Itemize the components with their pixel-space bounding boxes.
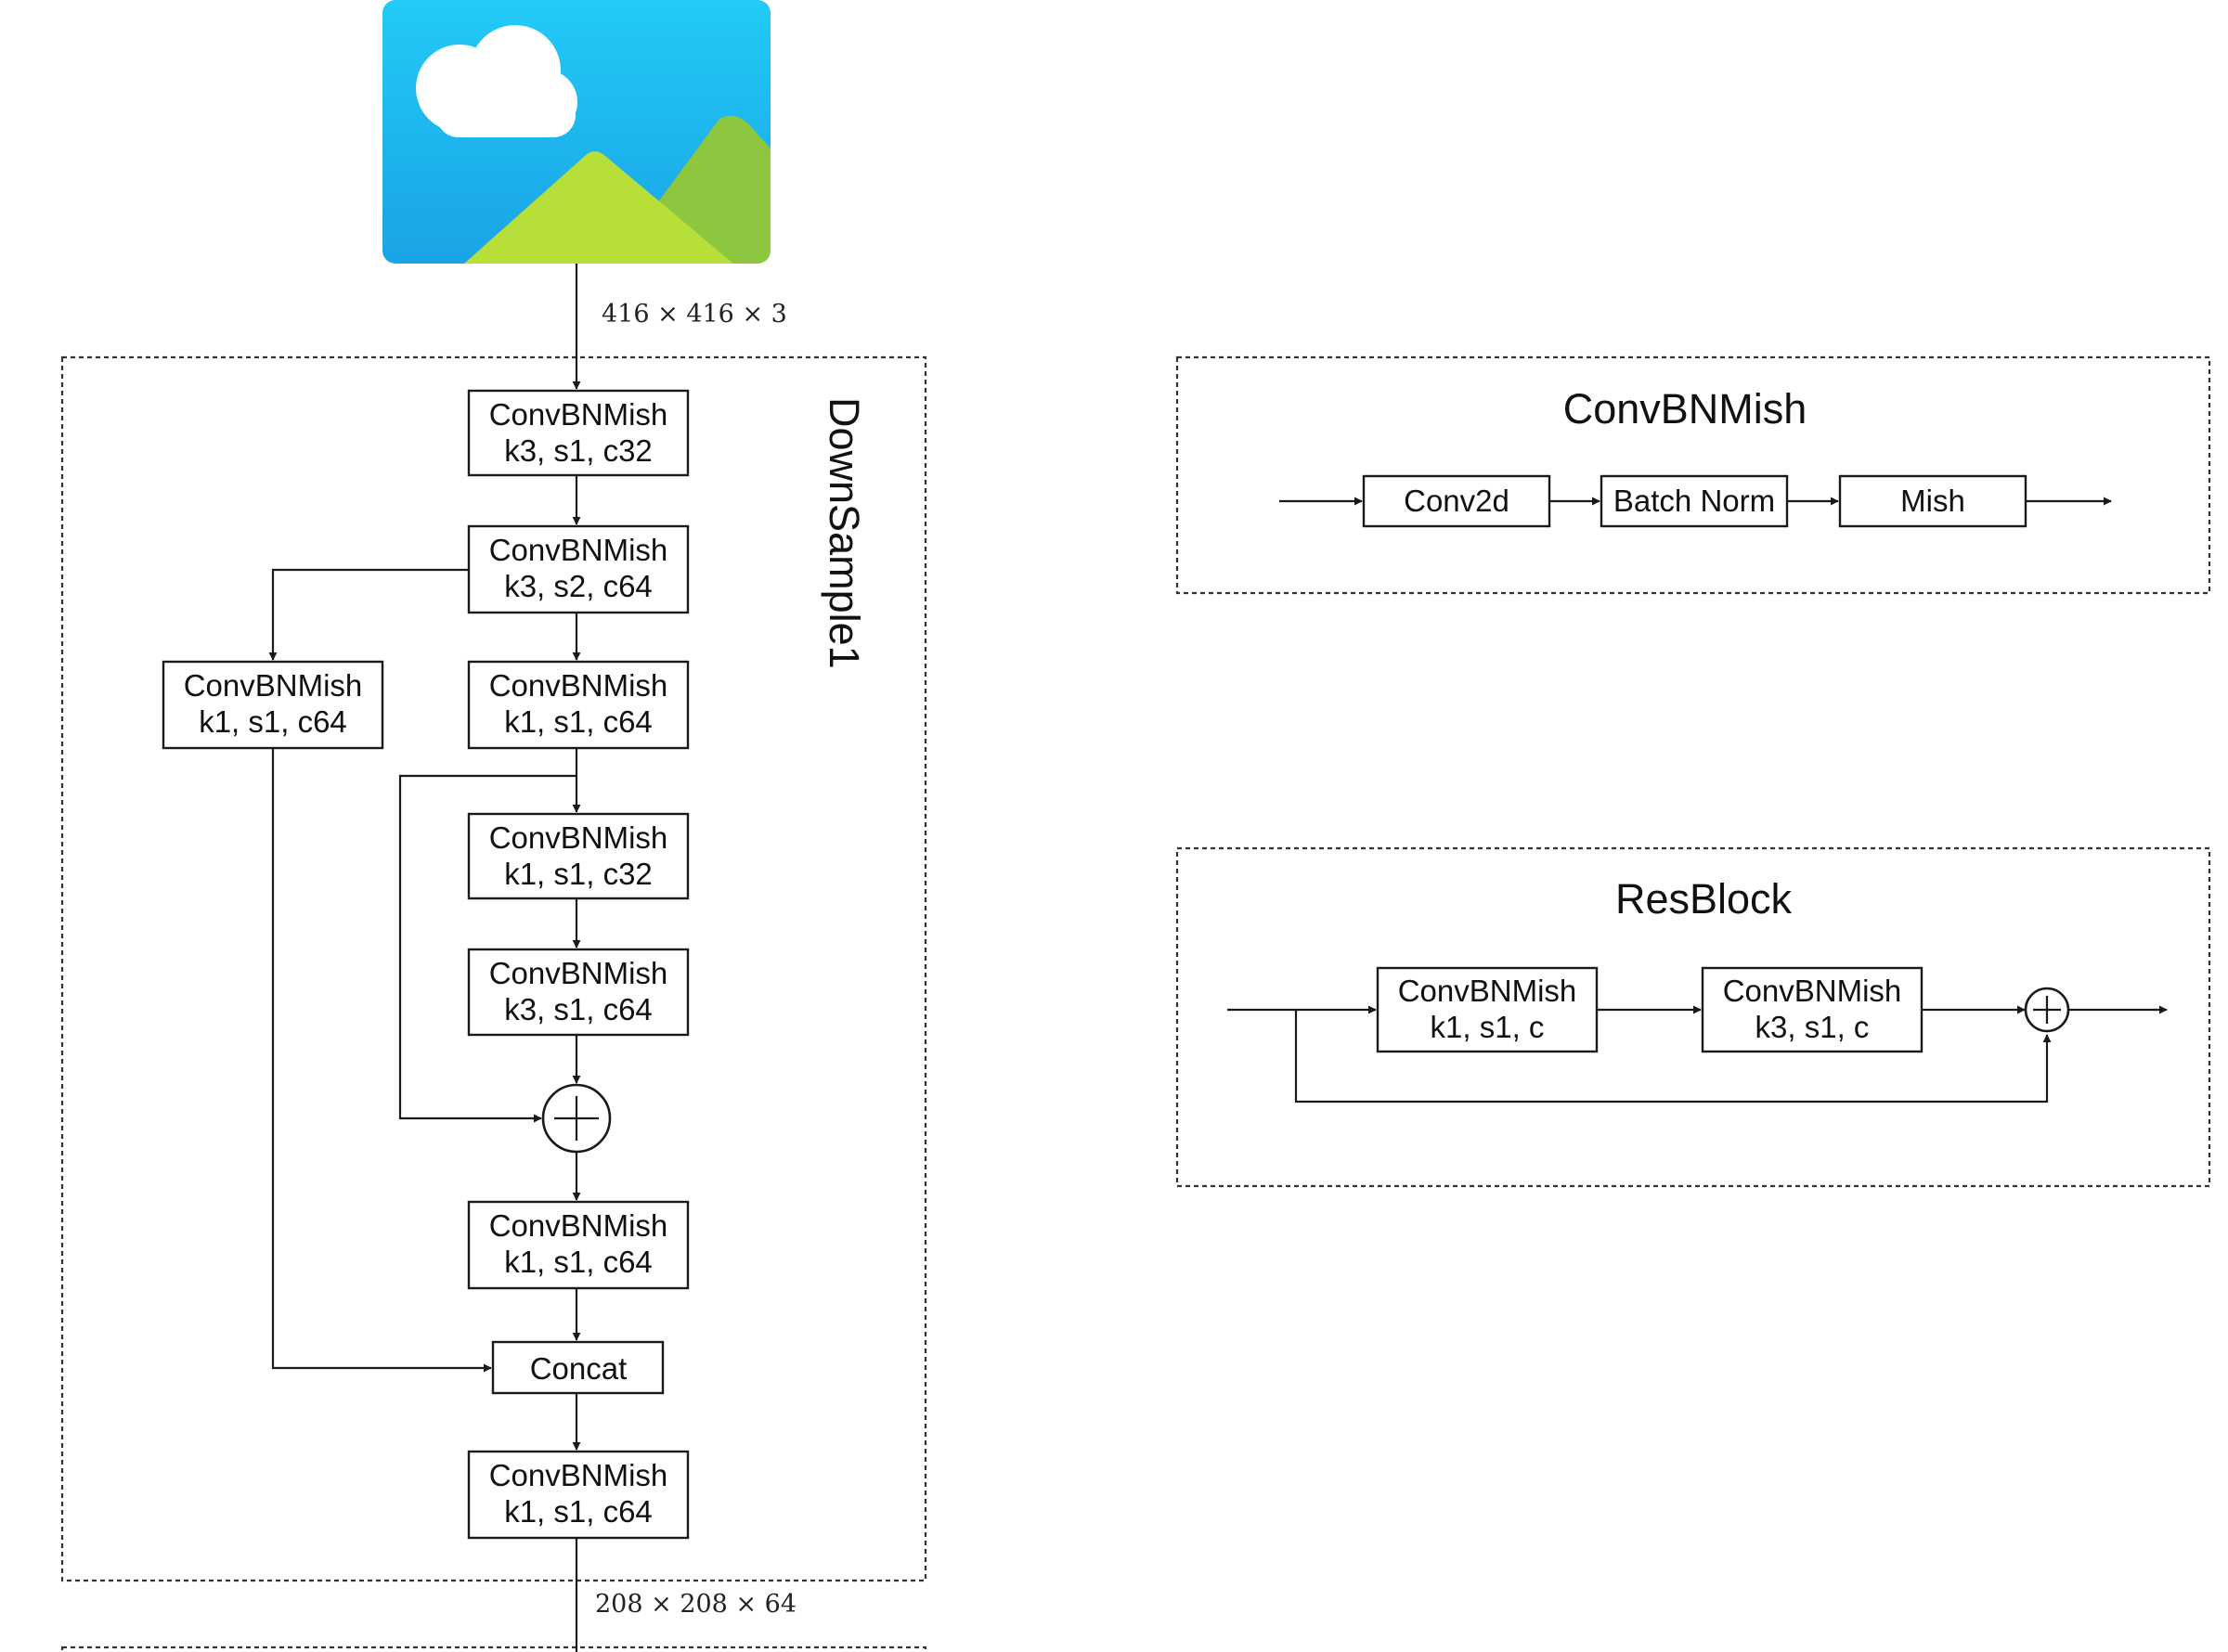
svg-text:ConvBNMish: ConvBNMish [489,1458,668,1492]
convbnmish-legend-title: ConvBNMish [1563,385,1807,432]
svg-text:k3, s1, c32: k3, s1, c32 [504,433,653,468]
mish-step: Mish [1838,474,2027,528]
svg-text:k3, s1, c64: k3, s1, c64 [504,992,653,1026]
svg-text:Batch Norm: Batch Norm [1613,484,1775,518]
svg-text:k3, s2, c64: k3, s2, c64 [504,569,653,603]
svg-text:Conv2d: Conv2d [1404,484,1509,518]
resblock-legend-title: ResBlock [1615,875,1793,923]
block-left-k1-s1-c64: ConvBNMish k1, s1, c64 [162,660,384,750]
svg-text:k1, s1, c64: k1, s1, c64 [504,1494,653,1529]
downsample-title: DownSample1 [821,397,868,669]
resblock-plus-icon [2024,987,2070,1033]
svg-text:k1, s1, c64: k1, s1, c64 [199,704,347,739]
input-shape-label: 416 × 416 × 3 [602,300,787,329]
svg-text:k1, s1, c32: k1, s1, c32 [504,857,653,891]
svg-text:ConvBNMish: ConvBNMish [489,1208,668,1243]
downsample-connectors [268,264,581,1652]
svg-text:k1, s1, c: k1, s1, c [1431,1010,1545,1044]
svg-text:ConvBNMish: ConvBNMish [184,668,363,703]
svg-text:ConvBNMish: ConvBNMish [489,820,668,855]
block-after-add-k1-s1-c64: ConvBNMish k1, s1, c64 [467,1200,690,1290]
batch-norm-step: Batch Norm [1600,474,1789,528]
block-k1-s1-c64: ConvBNMish k1, s1, c64 [467,660,690,750]
svg-text:k1, s1, c64: k1, s1, c64 [504,1245,653,1279]
svg-text:ConvBNMish: ConvBNMish [489,668,668,703]
resblock-conv-k1: ConvBNMish k1, s1, c [1376,966,1599,1053]
svg-text:ConvBNMish: ConvBNMish [489,956,668,990]
svg-text:k1, s1, c64: k1, s1, c64 [504,704,653,739]
svg-text:k3, s1, c: k3, s1, c [1755,1010,1870,1044]
output-shape-label: 208 × 208 × 64 [595,1590,797,1619]
svg-text:Mish: Mish [1900,484,1965,518]
svg-text:ConvBNMish: ConvBNMish [1723,974,1902,1008]
convbnmish-legend: ConvBNMish Conv2d Batch Norm Mish [1175,355,2211,595]
next-group-border [60,1646,927,1652]
image-placeholder-icon [382,0,771,264]
svg-text:ConvBNMish: ConvBNMish [489,533,668,567]
svg-text:ConvBNMish: ConvBNMish [1398,974,1577,1008]
concat-block: Concat [491,1340,665,1395]
svg-text:Concat: Concat [530,1351,628,1386]
svg-text:ConvBNMish: ConvBNMish [489,397,668,432]
convbnmish-legend-border [1175,355,2211,595]
conv2d-step: Conv2d [1362,474,1551,528]
resblock-conv-k3: ConvBNMish k3, s1, c [1701,966,1924,1053]
block-k3-s1-c32: ConvBNMish k3, s1, c32 [467,389,690,477]
resblock-legend: ResBlock ConvBNMish k1, s1, c ConvBNMish… [1175,846,2211,1188]
plus-icon [541,1083,612,1154]
downsample-group-border [60,355,927,1582]
block-k3-s1-c64: ConvBNMish k3, s1, c64 [467,948,690,1037]
block-k1-s1-c32: ConvBNMish k1, s1, c32 [467,812,690,900]
block-k3-s2-c64: ConvBNMish k3, s2, c64 [467,524,690,614]
block-final-k1-s1-c64: ConvBNMish k1, s1, c64 [467,1450,690,1540]
